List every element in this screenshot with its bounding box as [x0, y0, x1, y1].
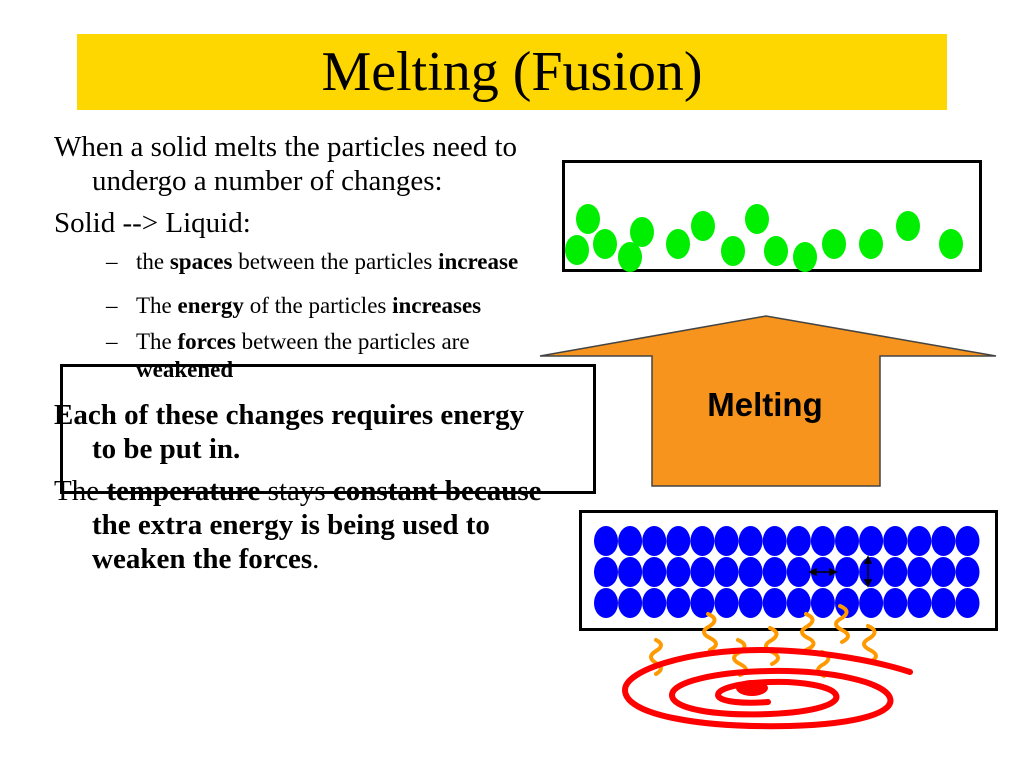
solid-particle	[907, 588, 932, 618]
solid-particle	[714, 588, 739, 618]
solid-particle	[738, 557, 763, 587]
liquid-particle	[764, 236, 788, 266]
energy-statement: Each of these changes requires energy to…	[54, 399, 525, 465]
solid-particle	[618, 526, 643, 556]
solid-particle	[690, 588, 715, 618]
solid-particle	[883, 588, 908, 618]
liquid-particle	[593, 229, 617, 259]
slide-title: Melting (Fusion)	[321, 41, 703, 103]
bullet-dash: –	[106, 249, 118, 274]
result-word: weakened	[136, 357, 234, 382]
melting-arrow	[539, 315, 997, 487]
title-bar: Melting (Fusion)	[77, 34, 947, 110]
solid-particle	[714, 557, 739, 587]
liquid-particle	[859, 229, 883, 259]
solid-particle	[883, 526, 908, 556]
solid-particle	[883, 557, 908, 587]
solid-particle	[810, 588, 835, 618]
liquid-particle	[822, 229, 846, 259]
solid-particle	[835, 557, 859, 587]
solid-particle	[642, 557, 667, 587]
solid-particle	[955, 526, 980, 556]
bullet-dash: –	[106, 329, 118, 354]
solid-particle	[666, 588, 691, 618]
solid-liquid-heading: Solid --> Liquid:	[54, 207, 251, 239]
change-item-spaces: –the spaces between the particles increa…	[106, 249, 519, 274]
liquid-particle	[565, 235, 589, 265]
solid-particle	[642, 588, 667, 618]
liquid-particle	[939, 229, 963, 259]
solid-particle	[618, 557, 643, 587]
solid-particle	[594, 588, 618, 618]
solid-particle	[786, 526, 811, 556]
solid-particle	[907, 526, 932, 556]
solid-particle	[690, 526, 715, 556]
solid-particle	[666, 557, 691, 587]
liquid-particles	[565, 204, 963, 272]
solid-particles	[594, 526, 980, 618]
solid-particle	[835, 588, 859, 618]
result-word: increases	[392, 293, 482, 318]
liquid-particle	[666, 229, 690, 259]
liquid-particle	[793, 242, 817, 272]
solid-particle	[955, 557, 980, 587]
liquid-particle	[745, 204, 769, 234]
spacing-arrows	[808, 555, 873, 588]
solid-particle	[618, 588, 643, 618]
solid-particle	[859, 588, 884, 618]
solid-particle	[738, 588, 763, 618]
solid-particle	[666, 526, 691, 556]
solid-particle	[955, 588, 980, 618]
result-word: increase	[438, 249, 519, 274]
solid-particle	[859, 557, 884, 587]
solid-particle	[642, 526, 667, 556]
liquid-particle	[721, 236, 745, 266]
solid-particle	[738, 526, 763, 556]
solid-particle	[786, 588, 811, 618]
solid-particle	[931, 526, 956, 556]
slide-body: When a solid melts the particles need to…	[54, 130, 544, 584]
highlight-box	[60, 364, 596, 494]
liquid-particle	[691, 211, 715, 241]
bullet-dash: –	[106, 293, 118, 318]
liquid-particle	[576, 204, 600, 234]
solid-particle	[690, 557, 715, 587]
change-item-energy: –The energy of the particles increases	[106, 293, 482, 318]
temperature-statement: The temperature stays constant because t…	[54, 475, 542, 575]
solid-particle	[786, 557, 811, 587]
keyword: energy	[177, 293, 244, 318]
solid-particle	[714, 526, 739, 556]
solid-particle	[810, 526, 835, 556]
keyword: forces	[177, 329, 236, 354]
solid-particle	[907, 557, 932, 587]
change-item-forces: –The forces between the particles are we…	[106, 329, 470, 382]
solid-particle	[931, 557, 956, 587]
heat-waves	[649, 604, 878, 678]
solid-particle	[594, 557, 618, 587]
solid-particle	[859, 526, 884, 556]
solid-particle	[835, 526, 859, 556]
burner-center	[736, 680, 768, 696]
burner-spiral-icon	[621, 646, 913, 730]
solid-particle	[931, 588, 956, 618]
melting-arrow-label: Melting	[707, 386, 823, 423]
intro-text: When a solid melts the particles need to…	[54, 131, 518, 197]
liquid-particle	[896, 211, 920, 241]
liquid-particle	[630, 217, 654, 247]
solid-particle	[762, 588, 787, 618]
solid-particle	[762, 557, 787, 587]
solid-particle	[762, 526, 787, 556]
keyword: spaces	[169, 249, 233, 274]
liquid-particle	[618, 242, 642, 272]
solid-particle	[594, 526, 618, 556]
